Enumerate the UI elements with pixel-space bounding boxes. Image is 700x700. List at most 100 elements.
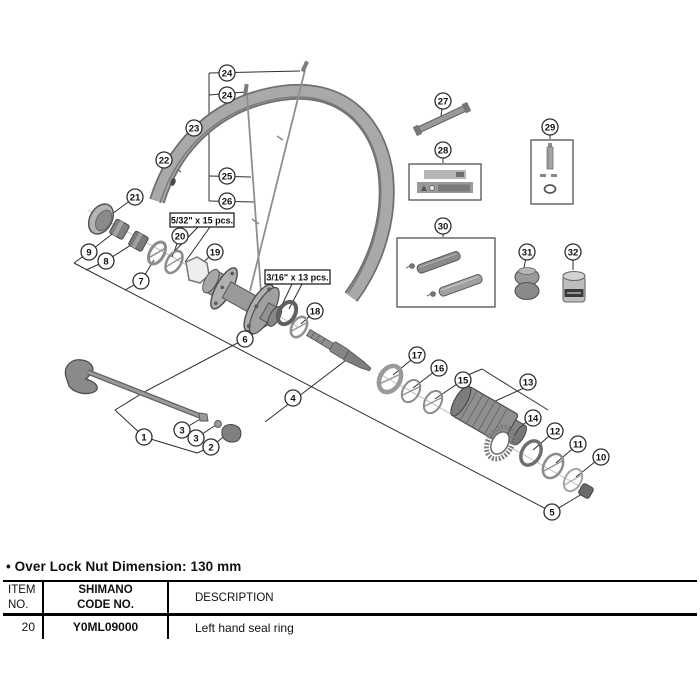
svg-text:10: 10 <box>596 452 607 463</box>
svg-text:15: 15 <box>458 375 469 386</box>
accessory-box-label <box>408 163 482 201</box>
svg-text:3/16" x 13 pcs.: 3/16" x 13 pcs. <box>266 272 328 282</box>
svg-text:24: 24 <box>222 90 233 101</box>
callout-28: 28 <box>434 141 452 159</box>
hub-axle <box>306 328 372 372</box>
callout-24: 24 <box>218 86 236 104</box>
cone-part-9 <box>109 218 130 240</box>
serrated-lockring <box>484 424 516 462</box>
callout-22: 22 <box>155 151 173 169</box>
ball-retainer-part-7 <box>146 240 168 266</box>
spacer-part <box>514 267 540 301</box>
item-no-cell: 20 <box>3 616 44 639</box>
valve-hole <box>170 178 176 186</box>
callout-30: 30 <box>434 217 452 235</box>
spring-part <box>214 420 222 428</box>
callout-11: 11 <box>569 435 587 453</box>
svg-text:30: 30 <box>438 221 449 232</box>
svg-text:16: 16 <box>434 363 445 374</box>
svg-text:32: 32 <box>568 247 579 258</box>
description-header: DESCRIPTION <box>195 591 274 604</box>
svg-text:8: 8 <box>103 256 108 267</box>
quantity-labels: 5/32" x 15 pcs. 3/16" x 13 pcs. <box>169 212 331 285</box>
callout-bubbles: 1233456789101112131415161718192021222324… <box>80 64 610 521</box>
callout-3: 3 <box>187 429 205 447</box>
end-nut-part <box>578 483 594 499</box>
ring-part-16 <box>400 378 422 404</box>
svg-text:25: 25 <box>222 171 233 182</box>
svg-text:12: 12 <box>550 426 561 437</box>
leader-line <box>184 226 211 263</box>
callout-18: 18 <box>306 302 324 320</box>
item-no-header: ITEM NO. <box>3 582 44 613</box>
leader-line <box>264 360 346 423</box>
leader-line <box>288 283 303 310</box>
callout-27: 27 <box>434 92 452 110</box>
svg-text:20: 20 <box>175 231 186 242</box>
svg-text:28: 28 <box>438 145 449 156</box>
callout-4: 4 <box>284 389 302 407</box>
over-lock-nut-note: • Over Lock Nut Dimension: 130 mm <box>6 559 242 574</box>
leader-line <box>73 262 553 513</box>
callout-17: 17 <box>408 346 426 364</box>
svg-text:27: 27 <box>438 96 449 107</box>
leader-line <box>143 436 198 454</box>
svg-text:23: 23 <box>189 123 200 134</box>
callout-19: 19 <box>206 243 224 261</box>
callout-26: 26 <box>218 192 236 210</box>
spoke-cross-tick <box>251 218 260 225</box>
callout-21: 21 <box>126 188 144 206</box>
callout-10: 10 <box>592 448 610 466</box>
spring-part <box>198 412 209 422</box>
exploded-diagram-canvas: 5/32" x 15 pcs.3/16" x 13 pcs. 123345678… <box>64 60 610 521</box>
callout-14: 14 <box>524 409 542 427</box>
left-hand-seal-ring-part <box>289 315 309 339</box>
callout-9: 9 <box>80 243 98 261</box>
cone-part-8 <box>128 230 149 252</box>
svg-text:5: 5 <box>549 507 555 518</box>
seal-ring-part-20 <box>164 249 184 275</box>
svg-text:14: 14 <box>528 413 539 424</box>
callout-20: 20 <box>171 227 189 245</box>
spoke-nipple <box>300 60 309 73</box>
svg-text:9: 9 <box>86 247 91 258</box>
svg-text:3: 3 <box>193 433 198 444</box>
accessory-box-brake-pads <box>396 237 496 308</box>
callout-24: 24 <box>218 64 236 82</box>
svg-text:24: 24 <box>222 68 233 79</box>
leader-line <box>481 368 549 411</box>
callout-12: 12 <box>546 422 564 440</box>
leader-line <box>281 283 293 306</box>
callout-16: 16 <box>430 359 448 377</box>
callout-13: 13 <box>519 373 537 391</box>
svg-text:31: 31 <box>522 247 533 258</box>
accessory-box-valve <box>530 139 574 205</box>
svg-text:3: 3 <box>179 425 184 436</box>
ring-part-10 <box>562 467 584 493</box>
rim-tape-tool <box>413 102 471 136</box>
spoke-cross-tick <box>276 135 284 141</box>
svg-text:7: 7 <box>138 276 143 287</box>
dust-cap-part <box>87 203 115 235</box>
svg-text:29: 29 <box>545 122 556 133</box>
callout-29: 29 <box>541 118 559 136</box>
svg-text:21: 21 <box>130 192 141 203</box>
ring-part-11 <box>541 452 565 480</box>
shimano-code-header: SHIMANO CODE NO. <box>44 582 169 613</box>
table-row: 20 Y0ML09000 Left hand seal ring <box>3 616 697 639</box>
svg-text:5/32" x 15 pcs.: 5/32" x 15 pcs. <box>171 215 233 225</box>
callout-1: 1 <box>135 428 153 446</box>
svg-text:4: 4 <box>290 393 296 404</box>
spokes <box>243 60 309 307</box>
callout-8: 8 <box>97 252 115 270</box>
seal-ring-part-17 <box>376 363 404 395</box>
callout-15: 15 <box>454 371 472 389</box>
svg-text:2: 2 <box>208 442 213 453</box>
svg-text:26: 26 <box>222 196 233 207</box>
spoke-nipple <box>243 83 249 96</box>
callout-5: 5 <box>543 503 561 521</box>
ring-part-12 <box>519 439 543 467</box>
svg-text:6: 6 <box>242 334 247 345</box>
